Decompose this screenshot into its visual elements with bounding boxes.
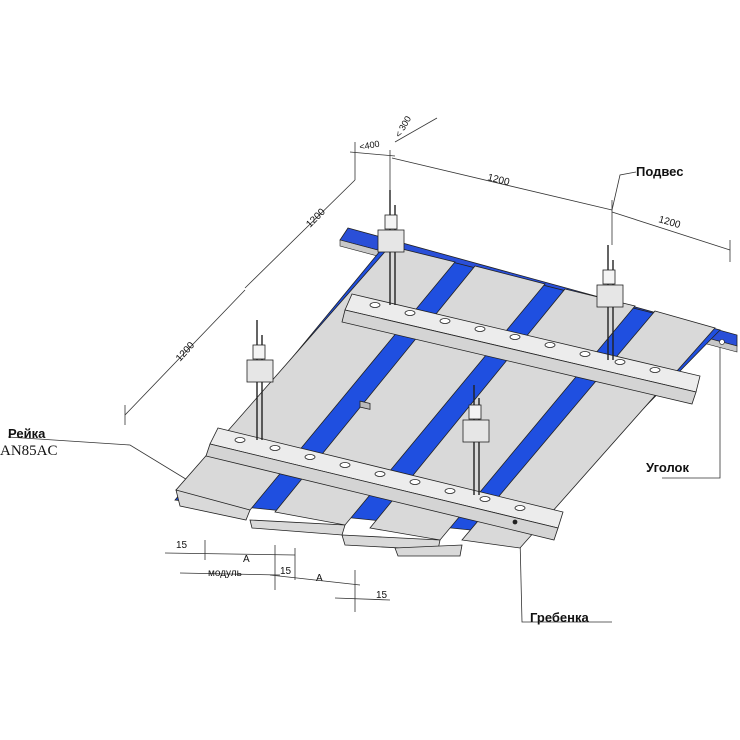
dim-lt300: < 300 (393, 114, 413, 139)
dim-15-b: 15 (280, 566, 292, 577)
lower-comb-rail (205, 427, 564, 541)
label-model: AN85AC (0, 443, 58, 459)
label-grebenka: Гребенка (530, 610, 589, 625)
callout-labels: Подвес Уголок Рейка AN85AC Гребенка (0, 164, 689, 625)
dim-lt400: <400 (359, 139, 381, 152)
hanger-3 (246, 320, 274, 440)
label-podves: Подвес (636, 164, 683, 179)
hanger-4 (462, 385, 490, 495)
label-ugolok: Уголок (646, 460, 689, 475)
dimension-lines (7, 117, 731, 623)
dim-A-a: A (243, 554, 250, 565)
hangers (246, 190, 624, 495)
dim-A-b: A (316, 573, 323, 584)
dim-top-1200: 1200 (486, 172, 511, 188)
dim-right-1200: 1200 (657, 214, 682, 231)
upper-comb-rail (341, 293, 701, 410)
panel-ends (175, 489, 463, 557)
dim-modul: модуль (208, 568, 242, 579)
hanger-2 (596, 245, 624, 360)
dim-15-c: 15 (376, 590, 388, 601)
label-reyka: Рейка (8, 426, 46, 441)
dim-15-a: 15 (176, 540, 188, 551)
hanger-1 (377, 190, 405, 305)
